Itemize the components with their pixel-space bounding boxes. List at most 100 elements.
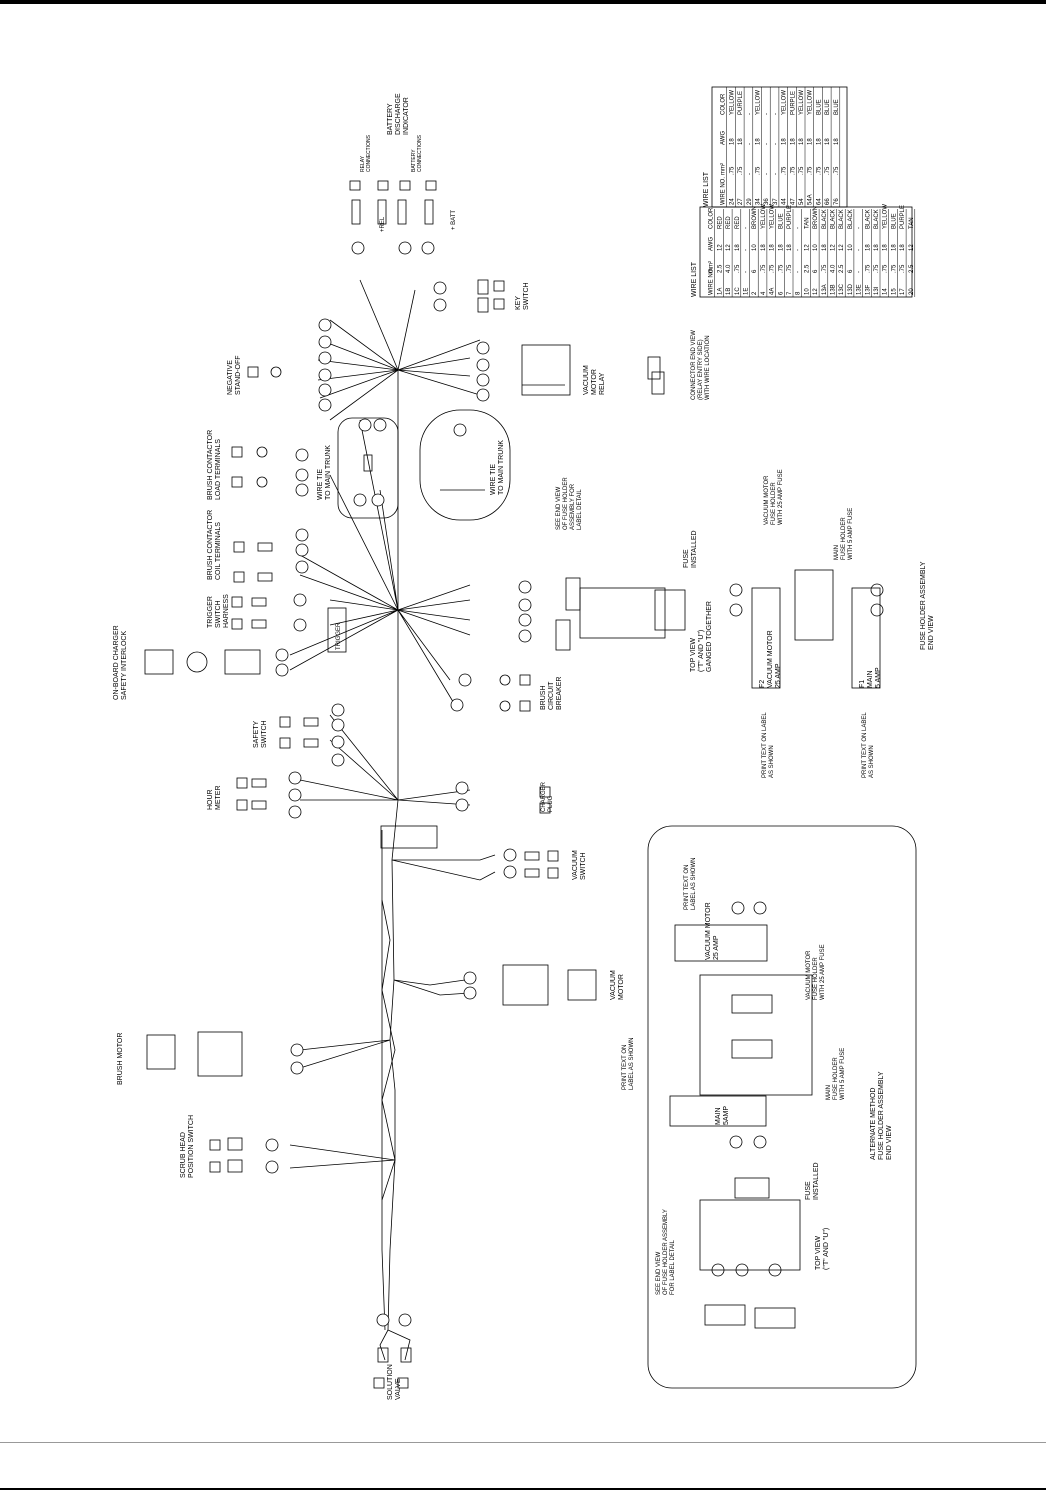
wire-list-cell: BROWN <box>752 206 758 229</box>
alt-print-1-label: PRINT TEXT ONLABEL AS SHOWN <box>684 858 697 910</box>
f2-label: F2VACUUM MOTOR25 AMP <box>759 630 782 688</box>
wire-list-cell: YELLOW <box>729 90 735 115</box>
wire-list-cell: - <box>773 113 779 115</box>
wire-list-cell: 1A <box>717 288 723 295</box>
alt-top-view-label: TOP VIEW("T" AND "U") <box>815 1228 830 1270</box>
wire-list-cell: 1B <box>726 288 732 295</box>
alt-main-fuse-label: MAINFUSE HOLDERWITH 5 AMP FUSE <box>826 1048 846 1100</box>
wire-list-cell: 27 <box>738 198 744 205</box>
labels: BATTERYDISCHARGEINDICATOR RELAYCONNECTION… <box>113 87 935 1400</box>
relay-connections-label: RELAYCONNECTIONS <box>360 134 372 172</box>
wire-list-cell: 18 <box>822 244 828 251</box>
alt-print-2-label: PRINT TEXT ONLABEL AS SHOWN <box>622 1038 635 1090</box>
wire-list-cell: - <box>744 227 750 229</box>
key-switch-label: KEYSWITCH <box>515 282 530 310</box>
onboard-charger-label: ON-BOARD CHARGERSAFETY INTERLOCK <box>113 625 128 700</box>
main-fuse-holder-label: MAINFUSE HOLDERWITH 5 AMP FUSE <box>834 508 854 560</box>
wire-list-cell: 18 <box>816 138 822 145</box>
wire-list-cell: 54 <box>799 198 805 205</box>
wire-list-cell: 66 <box>825 198 831 205</box>
wire-list-cell: 18 <box>738 138 744 145</box>
wire-list-cell: 6 <box>848 269 854 273</box>
vacuum-motor-label: VACUUMMOTOR <box>610 970 625 1000</box>
wire-list-cell: 44 <box>782 198 788 205</box>
brush-circuit-breaker-label: BRUSHCIRCUITBREAKER <box>540 677 563 710</box>
wire-list-cell: 10 <box>804 288 810 295</box>
wire-list-cell: 17 <box>900 288 906 295</box>
wire-list-cell: BLUE <box>834 99 840 115</box>
wire-list-cell: BLACK <box>839 209 845 229</box>
wire-list-cell: 2.5 <box>717 264 723 273</box>
top-border <box>0 0 1046 4</box>
wire-list-cell: BLACK <box>822 209 828 229</box>
wire-list-header-cell: AWG <box>721 131 727 145</box>
alt-vac-label: VACUUM MOTOR25 AMP <box>705 902 720 960</box>
wire-list-cell: 4.0 <box>726 264 732 273</box>
vacuum-fuse-holder-label: VACUUM MOTORFUSE HOLDERWITH 25 AMP FUSE <box>764 469 784 525</box>
wire-list-1-title: WIRE LIST <box>691 261 698 297</box>
wire-list-cell: 6 <box>778 291 784 295</box>
wire-list-cell: - <box>773 173 779 175</box>
battery-discharge-label: BATTERYDISCHARGEINDICATOR <box>387 93 410 135</box>
wire-list-cell: 64 <box>816 198 822 205</box>
wire-list-cell: - <box>796 249 802 251</box>
footer-divider <box>0 1442 1046 1443</box>
brush-motor-label: BRUSH MOTOR <box>117 1033 124 1085</box>
connector-end-view-label: CONNECTOR END VIEW(RELAY ENTRY SIDE)WITH… <box>691 330 711 400</box>
wire-list-cell: - <box>747 173 753 175</box>
wire-list-cell: 18 <box>808 138 814 145</box>
wire-list-cell: PURPLE <box>900 205 906 229</box>
wire-list-cell: .75 <box>816 166 822 175</box>
wire-list-cell: 2 <box>752 291 758 295</box>
wire-list-cell: - <box>747 143 753 145</box>
wire-list-cell: 12 <box>813 288 819 295</box>
wire-list-cell: - <box>764 143 770 145</box>
wire-list-cell: BROWN <box>813 206 819 229</box>
wire-list-header-cell: mm² <box>721 163 727 175</box>
wire-list-cell: .75 <box>825 166 831 175</box>
wire-list-cell: 14 <box>883 288 889 295</box>
batt-plus-label: + BATT <box>451 210 457 230</box>
wire-list-cell: 1E <box>744 288 750 295</box>
wire-list-header-cell: WIRE NO. <box>709 267 715 295</box>
wire-list-cell: .75 <box>834 166 840 175</box>
vacuum-motor-relay-label: VACUUMMOTORRELAY <box>583 365 606 395</box>
wire-list-cell: YELLOW <box>756 90 762 115</box>
wire-list-cell: 13B <box>831 284 837 295</box>
wire-list-header-cell: WIRE NO. <box>721 177 727 205</box>
wire-list-cell: 18 <box>883 244 889 251</box>
wire-list-cell: PURPLE <box>790 91 796 115</box>
wire-list-cell: 4.0 <box>831 264 837 273</box>
wire-list-cell: 13E <box>857 284 863 295</box>
wire-list-cell: YELLOW <box>808 90 814 115</box>
wire-list-cell: .75 <box>787 264 793 273</box>
wire-list-cell: BLUE <box>891 213 897 229</box>
wire-list-cell: .75 <box>761 264 767 273</box>
wire-list-cell: - <box>796 271 802 273</box>
scrub-head-label: SCRUB HEADPOSITION SWITCH <box>180 1115 195 1178</box>
alt-main-label: MAIN5AMP <box>715 1106 730 1125</box>
wire-list-cell: .75 <box>874 264 880 273</box>
alt-vac-fuse-label: VACUUM MOTORFUSE HOLDERWITH 25 AMP FUSE <box>806 944 826 1000</box>
alt-method-label: ALTERNATE METHODFUSE HOLDER ASSEMBLYEND … <box>870 1071 893 1160</box>
wire-list-cell: BLACK <box>874 209 880 229</box>
wire-list-cell: YELLOW <box>782 90 788 115</box>
battery-connections-label: BATTERYCONNECTIONS <box>411 134 423 172</box>
vacuum-switch-label: VACUUMSWITCH <box>572 850 587 880</box>
wire-list-cell: 18 <box>770 244 776 251</box>
wire-list-cell: .75 <box>883 264 889 273</box>
wire-list-cell: 34 <box>756 198 762 205</box>
see-end-view-label: SEE END VIEWOF FUSE HOLDERASSEMBLY FORLA… <box>556 477 583 530</box>
wire-list-cell: 18 <box>799 138 805 145</box>
wire-list-header-cell: mm² <box>709 261 715 273</box>
trigger-box-label: TRIGGER <box>336 622 342 650</box>
wire-list-cell: 10 <box>752 244 758 251</box>
wire-list-cell: 13C <box>839 283 845 295</box>
wire-list-cell: 20 <box>909 288 915 295</box>
fuse-holder-end-label: FUSE HOLDER ASSEMBLYEND VIEW <box>920 561 935 650</box>
wire-list-cell: .75 <box>778 264 784 273</box>
wire-list-cell: 4A <box>770 288 776 295</box>
wire-list-cell: RED <box>735 216 741 229</box>
wire-list-cell: - <box>857 271 863 273</box>
